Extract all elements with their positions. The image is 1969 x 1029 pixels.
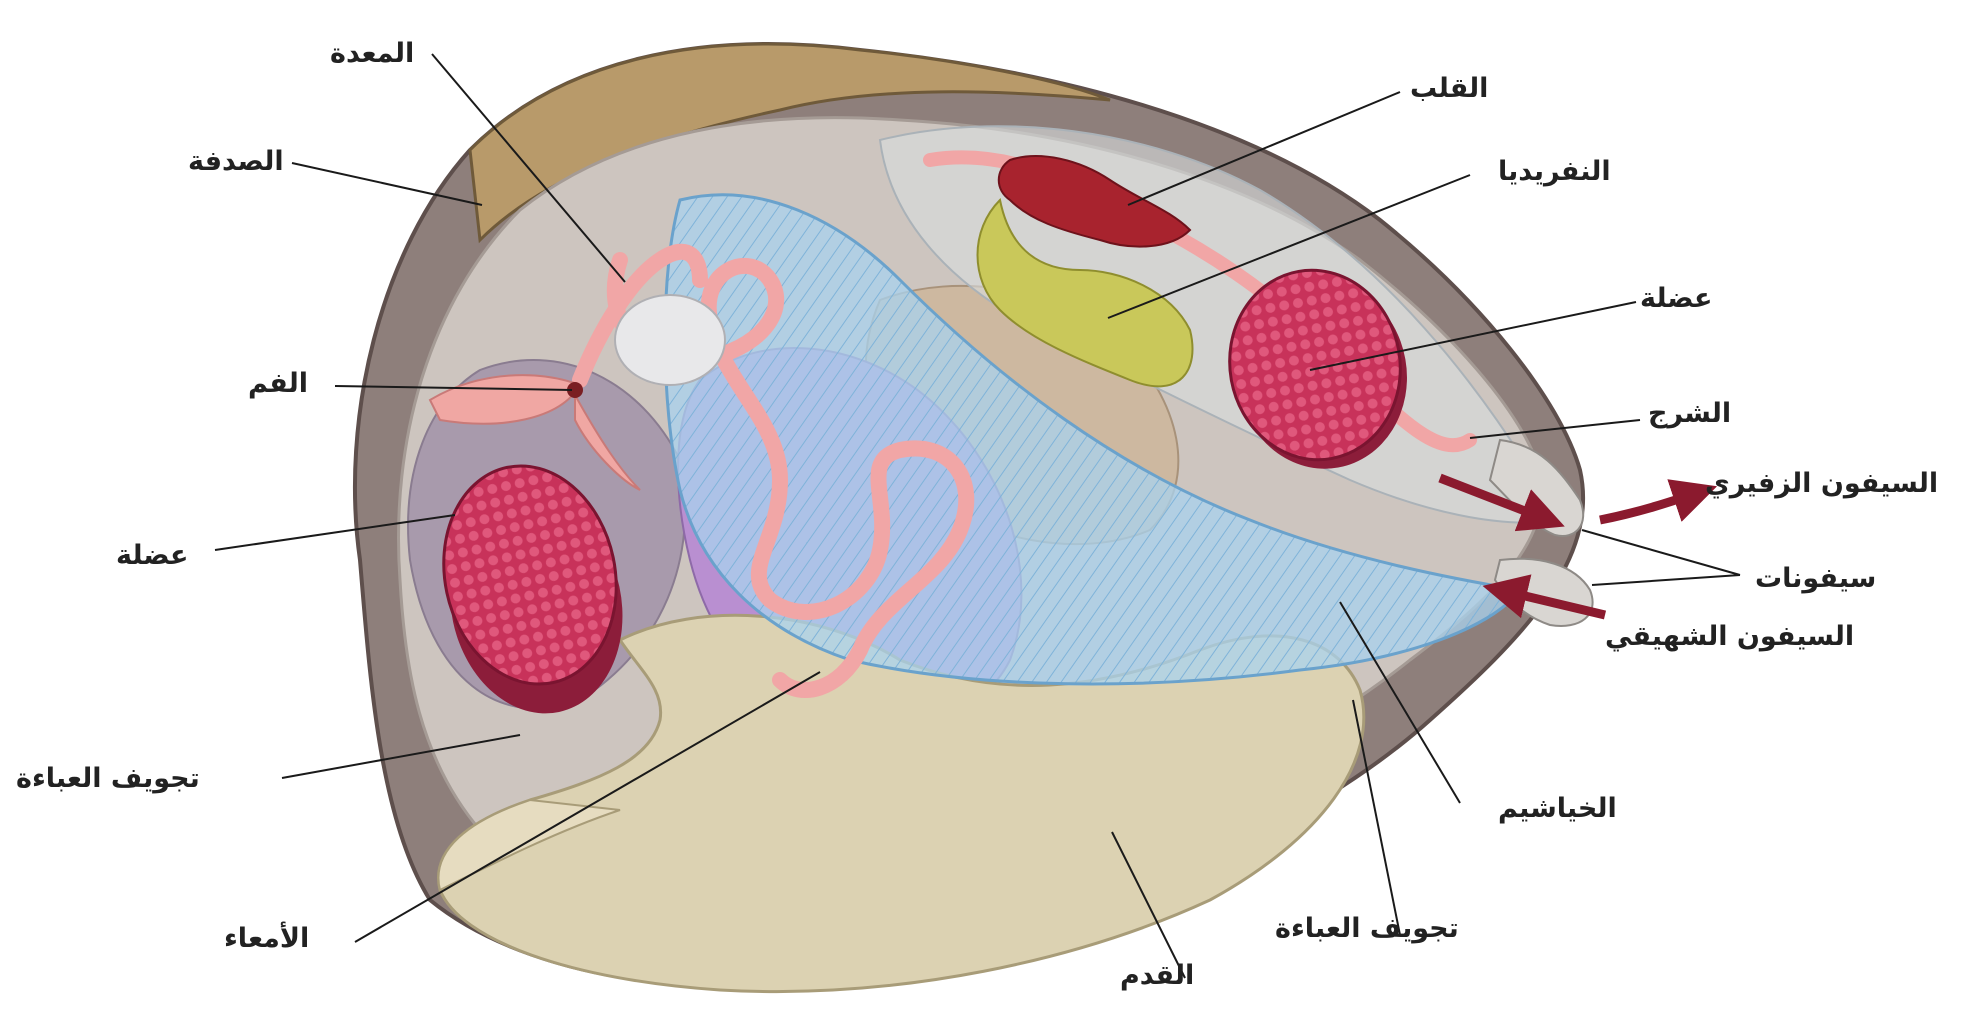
label-stomach: المعدة [330, 40, 414, 67]
label-excurrent-siphon: السيفون الزفيري [1705, 470, 1938, 497]
label-incurrent-siphon: السيفون الشهيقي [1605, 623, 1854, 650]
label-foot: القدم [1120, 962, 1194, 989]
label-siphons: سيفونات [1755, 565, 1876, 592]
stomach [615, 295, 725, 385]
label-mantle-cavity-right: تجويف العباءة [1275, 915, 1459, 942]
label-mantle-cavity-left: تجويف العباءة [16, 765, 200, 792]
label-muscle-right: عضلة [1640, 285, 1712, 312]
label-heart: القلب [1410, 75, 1488, 102]
leader-siphons-lower [1592, 575, 1740, 585]
label-mouth: الفم [248, 370, 308, 397]
label-gills: الخياشيم [1498, 795, 1617, 822]
label-anus: الشرج [1648, 400, 1731, 427]
label-nephridia: النفريديا [1498, 158, 1611, 185]
label-muscle-left: عضلة [116, 542, 188, 569]
leader-siphons-upper [1582, 530, 1740, 575]
label-intestine: الأمعاء [224, 925, 309, 952]
label-shell: الصدفة [188, 148, 284, 175]
excurrent-arrow [1600, 492, 1700, 520]
